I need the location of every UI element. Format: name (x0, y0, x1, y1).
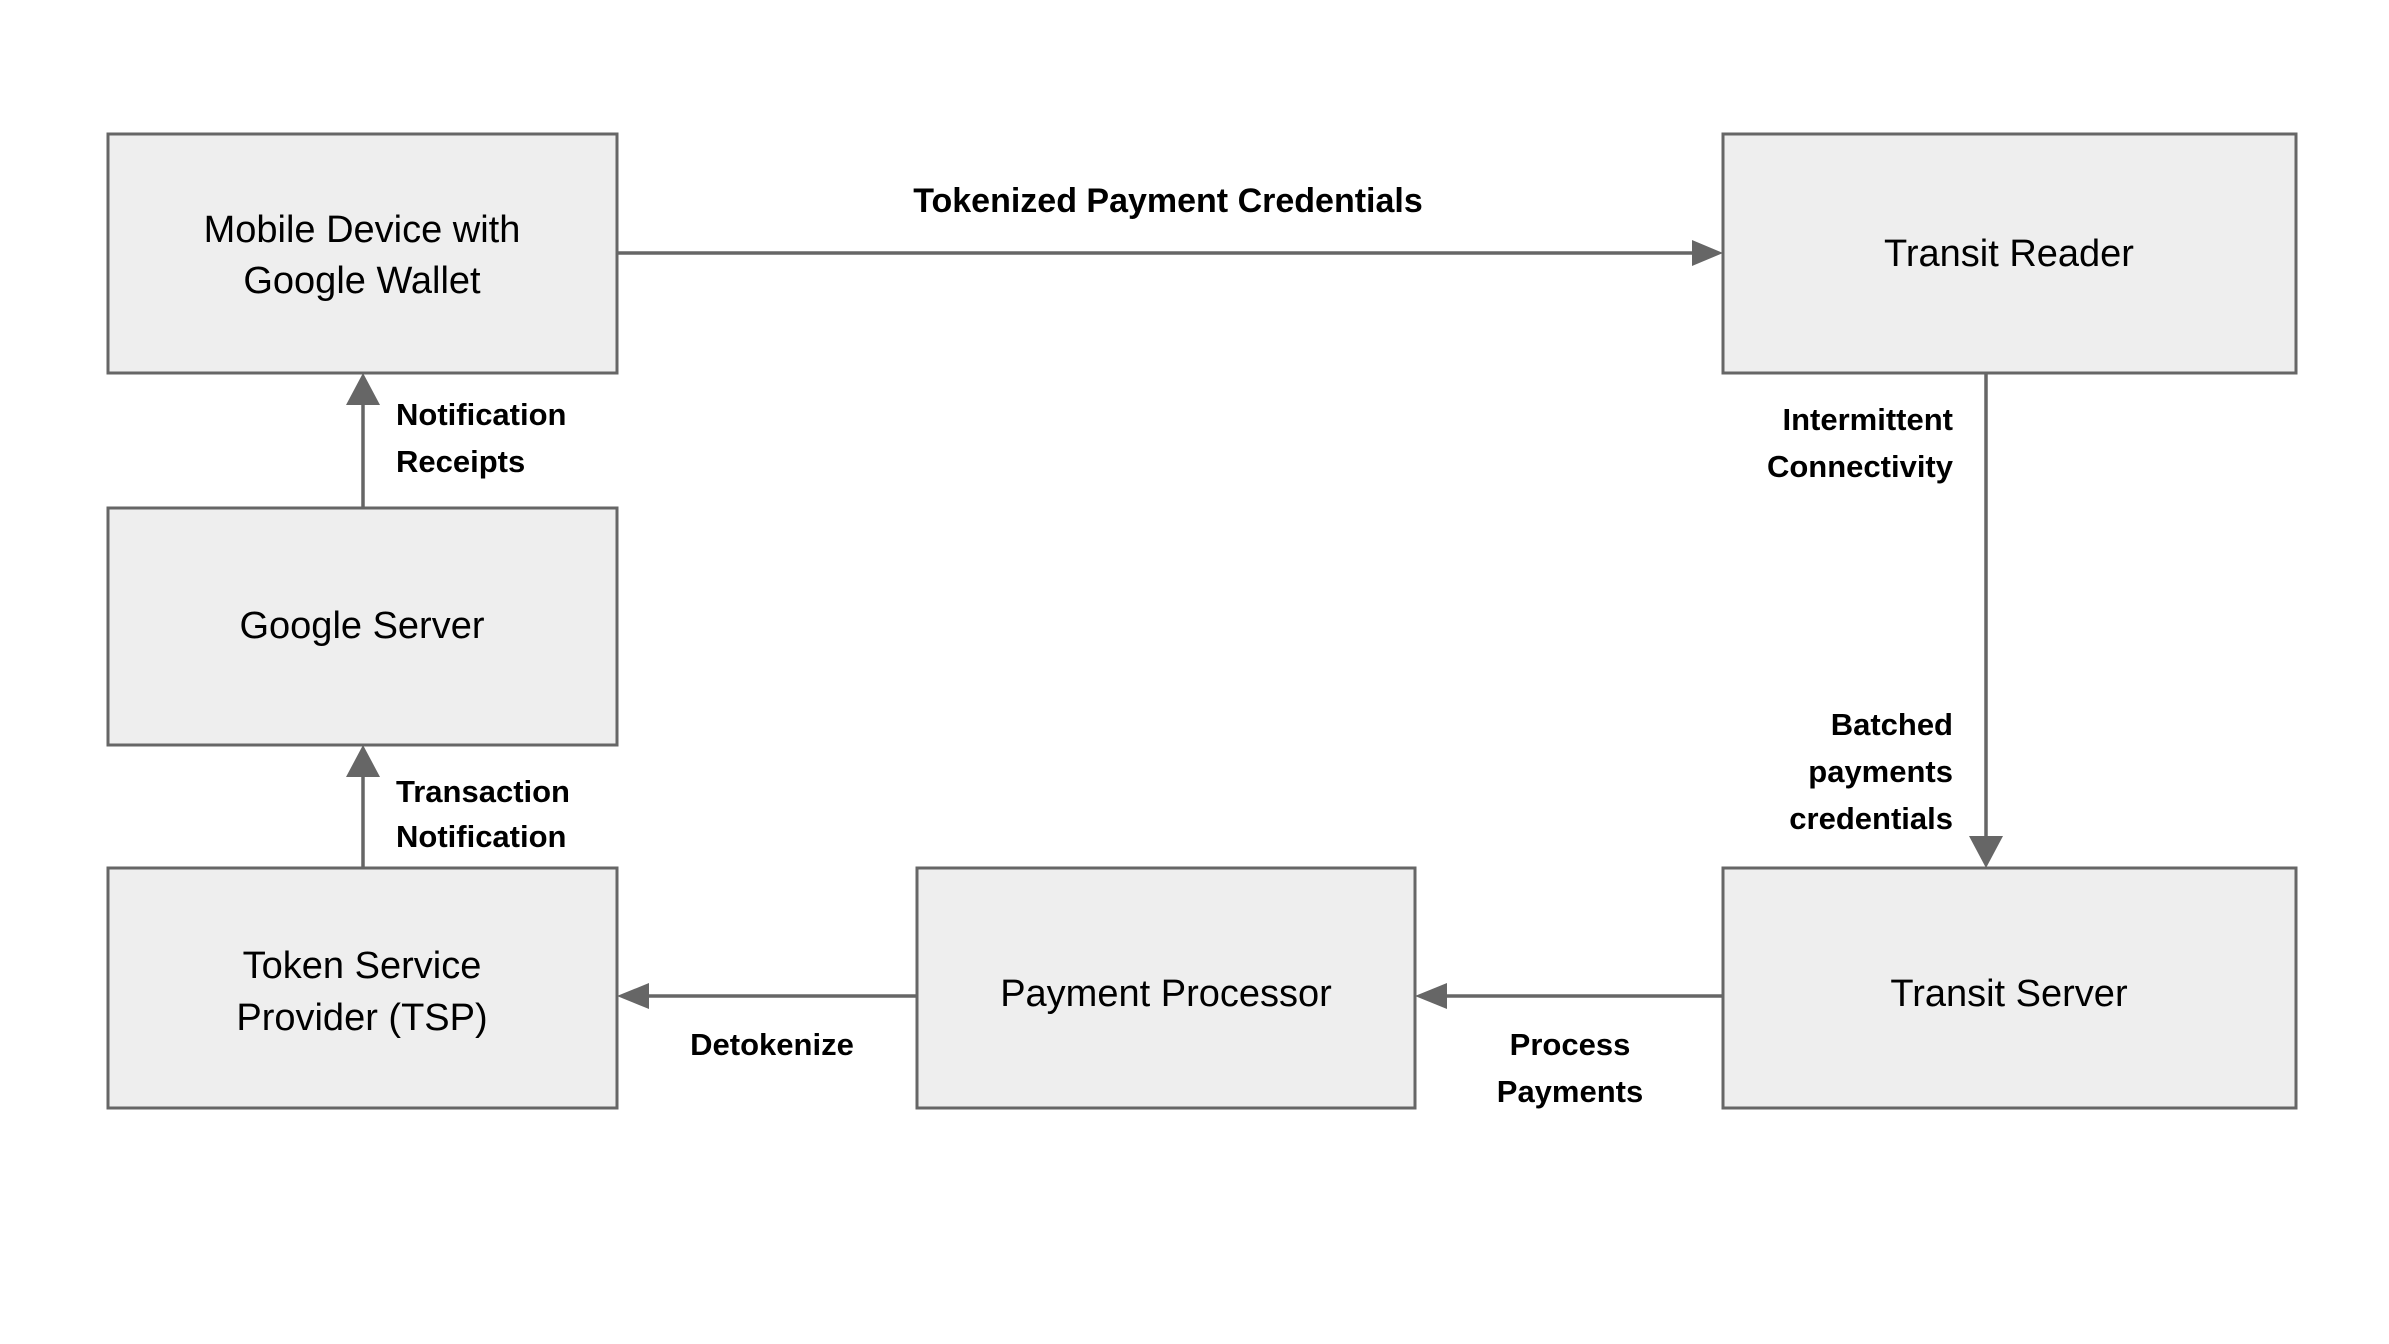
arrowhead-detokenize (617, 983, 649, 1009)
edge-transaction-notification: Transaction Notification (346, 745, 570, 868)
node-label-google-server: Google Server (239, 605, 484, 647)
node-rect-mobile-device[interactable] (106, 132, 619, 375)
edge-tokenized-payment-credentials: Tokenized Payment Credentials (617, 182, 1723, 266)
node-mobile-device[interactable]: Mobile Device with Google Wallet (106, 132, 619, 375)
edge-label-notification-receipts-line1: Notification (396, 397, 567, 432)
node-label-payment-processor: Payment Processor (1000, 973, 1332, 1015)
edge-process-payments: Process Payments (1415, 983, 1723, 1109)
edge-label-tokenized-payment-credentials: Tokenized Payment Credentials (913, 182, 1423, 220)
edge-transit-reader-to-transit-server: Intermittent Connectivity Batched paymen… (1767, 373, 2003, 868)
node-google-server[interactable]: Google Server (106, 506, 619, 747)
arrowhead-transit-reader-to-transit-server (1969, 836, 2003, 868)
edge-label-transaction-notification-line1: Transaction (396, 774, 570, 809)
arrowhead-transaction-notification (346, 745, 380, 777)
node-transit-server[interactable]: Transit Server (1721, 866, 2298, 1110)
edge-label-process-payments-line1: Process (1510, 1027, 1631, 1062)
edge-label-transaction-notification-line2: Notification (396, 819, 567, 854)
edge-label-batched-payments-credentials-line2: payments (1808, 754, 1953, 789)
node-label-transit-reader: Transit Reader (1884, 233, 2134, 275)
arrowhead-tokenized-payment-credentials (1692, 240, 1723, 266)
arrowhead-process-payments (1415, 983, 1447, 1009)
node-label-token-service-provider-line2: Provider (TSP) (236, 997, 487, 1039)
edge-label-detokenize: Detokenize (690, 1027, 854, 1062)
node-payment-processor[interactable]: Payment Processor (915, 866, 1417, 1110)
node-rect-transit-reader[interactable] (1721, 132, 2298, 375)
node-label-token-service-provider-line1: Token Service (243, 945, 482, 987)
edge-label-process-payments-line2: Payments (1497, 1074, 1643, 1109)
edge-label-notification-receipts-line2: Receipts (396, 444, 525, 479)
edge-label-intermittent-connectivity-line2: Connectivity (1767, 449, 1954, 484)
edge-label-batched-payments-credentials-line3: credentials (1789, 801, 1953, 836)
node-rect-google-server[interactable] (106, 506, 619, 747)
node-rect-transit-server[interactable] (1721, 866, 2298, 1110)
node-rect-payment-processor[interactable] (915, 866, 1417, 1110)
node-token-service-provider[interactable]: Token Service Provider (TSP) (106, 866, 619, 1110)
node-label-transit-server: Transit Server (1890, 973, 2128, 1015)
edge-label-intermittent-connectivity-line1: Intermittent (1783, 402, 1954, 437)
arrowhead-notification-receipts (346, 373, 380, 405)
node-rect-token-service-provider[interactable] (106, 866, 619, 1110)
node-label-mobile-device-line1: Mobile Device with (204, 209, 521, 251)
edge-notification-receipts: Notification Receipts (346, 373, 567, 508)
node-label-mobile-device-line2: Google Wallet (243, 260, 481, 302)
edge-detokenize: Detokenize (617, 983, 917, 1062)
edge-label-batched-payments-credentials-line1: Batched (1831, 707, 1953, 742)
node-transit-reader[interactable]: Transit Reader (1721, 132, 2298, 375)
